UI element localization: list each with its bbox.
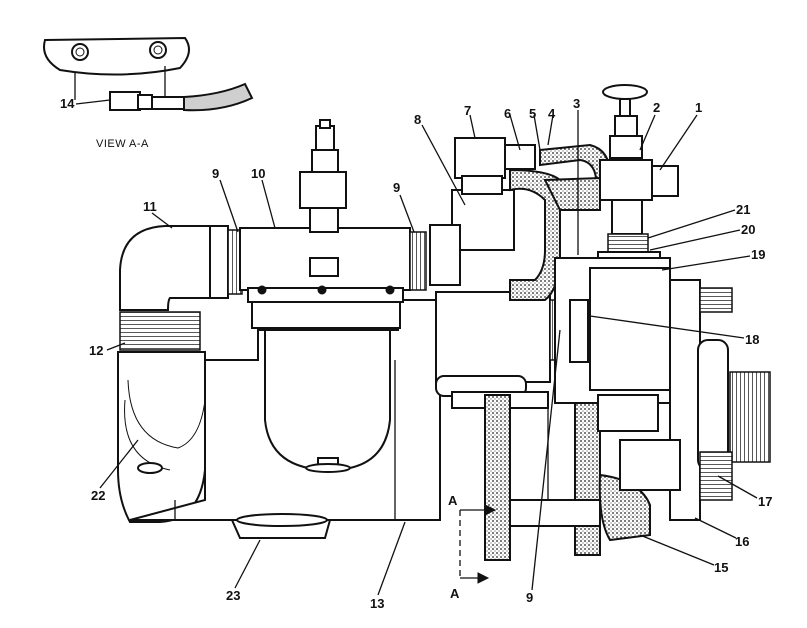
callout-12: 12 <box>89 343 103 358</box>
view-a-a-title: VIEW A-A <box>96 138 149 150</box>
callout-15: 15 <box>714 560 728 575</box>
section-mark-top: A <box>448 493 458 508</box>
callout-23: 23 <box>226 588 240 603</box>
callout-16: 16 <box>735 534 749 549</box>
callout-7: 7 <box>464 103 471 118</box>
drain-cap <box>230 513 332 539</box>
priming-valve <box>597 84 679 269</box>
callout-6: 6 <box>504 106 511 121</box>
view-a-a-inset <box>43 36 254 112</box>
callout-22: 22 <box>91 488 105 503</box>
tee-housing <box>429 189 567 409</box>
section-line-a-a <box>459 504 497 584</box>
callout-17: 17 <box>758 494 772 509</box>
callout-9-bottom: 9 <box>526 590 533 605</box>
callout-2: 2 <box>653 100 660 115</box>
injection-pump <box>509 257 771 527</box>
callout-3: 3 <box>573 96 580 111</box>
callout-14: 14 <box>60 96 75 111</box>
callout-20: 20 <box>741 222 755 237</box>
callout-1: 1 <box>695 100 702 115</box>
leader-lines <box>75 99 758 596</box>
callout-4: 4 <box>548 106 556 121</box>
solenoid-fitting <box>454 137 536 195</box>
callout-10: 10 <box>251 166 265 181</box>
section-mark-bottom: A <box>450 586 460 601</box>
callout-5: 5 <box>529 106 536 121</box>
filter-head <box>239 119 427 329</box>
filter-bowl <box>264 329 391 473</box>
callout-9-mid: 9 <box>393 180 400 195</box>
callout-19: 19 <box>751 247 765 262</box>
callout-18: 18 <box>745 332 759 347</box>
callout-9-left: 9 <box>212 166 219 181</box>
callout-8: 8 <box>414 112 421 127</box>
callout-21: 21 <box>736 202 750 217</box>
callout-13: 13 <box>370 596 384 611</box>
callout-11: 11 <box>143 199 157 214</box>
